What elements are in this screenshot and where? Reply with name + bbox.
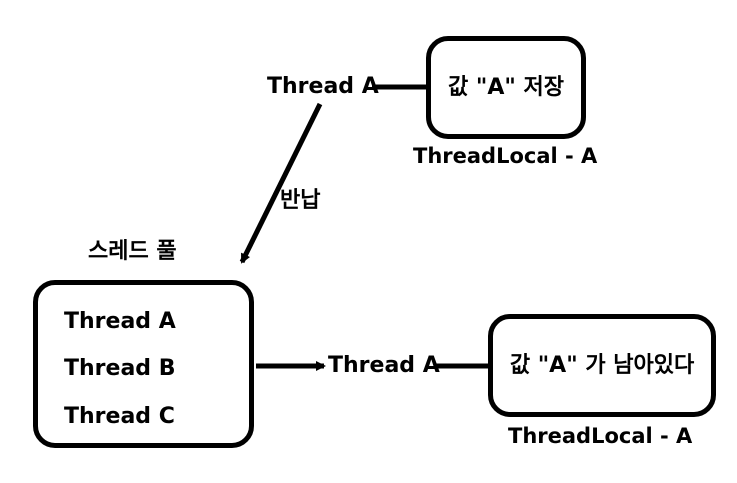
- thread-pool-box: Thread A Thread B Thread C: [33, 280, 254, 448]
- pool-thread-a: Thread A: [64, 309, 176, 334]
- bottom-threadlocal-value: 값 "A" 가 남아있다: [509, 352, 695, 378]
- top-threadlocal-caption: ThreadLocal - A: [413, 144, 598, 168]
- return-label: 반납: [280, 188, 321, 213]
- pool-thread-b: Thread B: [64, 356, 176, 381]
- return-arrow: [239, 102, 323, 264]
- top-thread-label: Thread A: [267, 74, 379, 99]
- bottom-threadlocal-box: 값 "A" 가 남아있다: [488, 314, 716, 417]
- pool-thread-c: Thread C: [64, 404, 175, 429]
- bottom-threadlocal-caption: ThreadLocal - A: [508, 424, 693, 448]
- top-threadlocal-box: 값 "A" 저장: [426, 36, 586, 139]
- top-threadlocal-value: 값 "A" 저장: [448, 74, 564, 100]
- bottom-thread-label: Thread A: [328, 353, 440, 378]
- thread-pool-title: 스레드 풀: [88, 239, 177, 264]
